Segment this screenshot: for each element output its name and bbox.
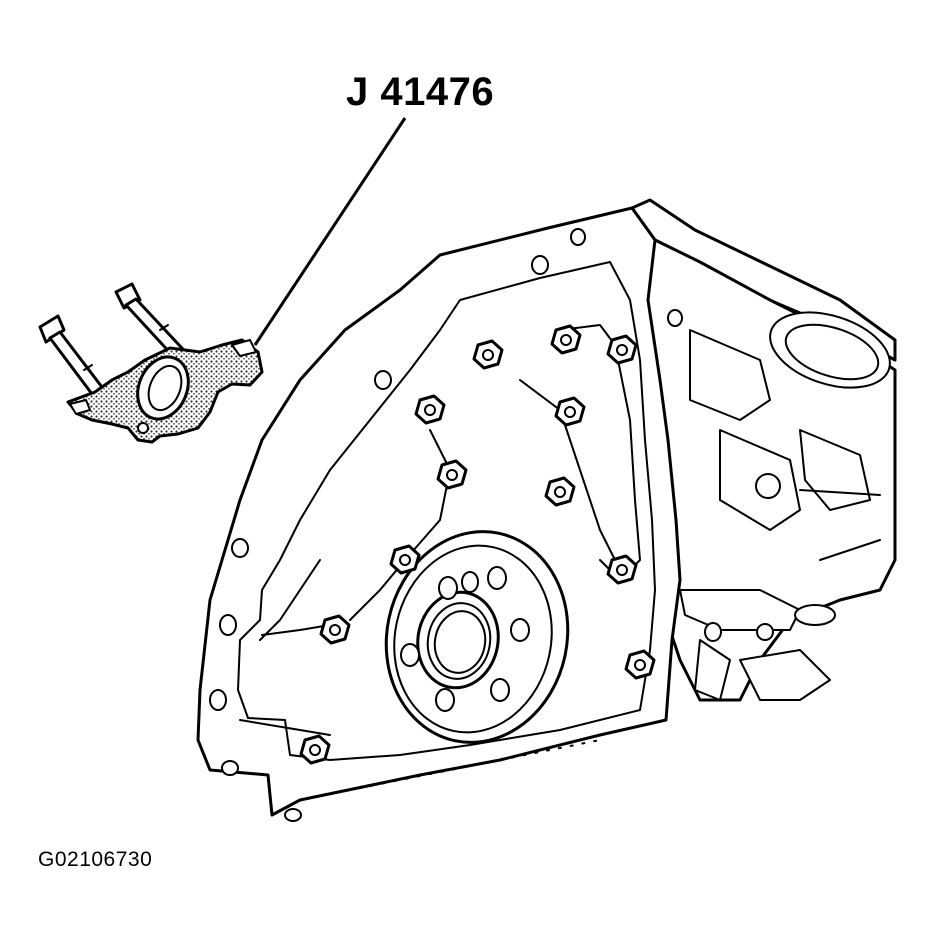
flange-holes: [400, 566, 530, 712]
figure-id-label: G02106730: [38, 848, 153, 871]
cover-edge-holes: [209, 228, 722, 822]
engine-front-cover-icon: [196, 206, 722, 822]
engine-block: [628, 198, 897, 702]
seal-installer-tool-icon: [38, 282, 264, 444]
cover-bolts: [299, 324, 656, 765]
callout-leader-line: [253, 117, 407, 346]
tool-callout-label: J 41476: [346, 70, 495, 114]
